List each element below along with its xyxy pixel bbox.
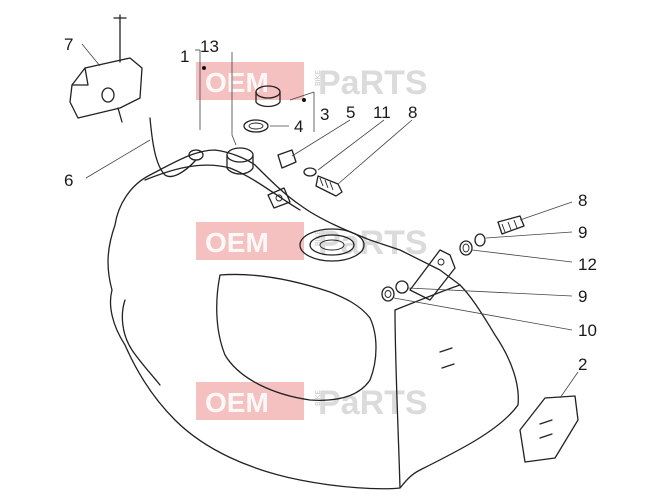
cap-body [255,91,281,108]
upper-bolt [303,167,343,197]
callout-7: 7 [64,35,73,54]
leader-9-upper [485,231,573,239]
leader-11 [317,119,385,171]
tank-pump-ring-outer [299,228,365,262]
leader-10 [393,297,573,331]
tank-slots [439,347,455,369]
leader-6 [85,139,151,179]
callout-12: 12 [578,255,597,274]
bracket-hole [437,258,445,266]
watermark-right-text: PaRTS [318,64,428,102]
callout-11: 11 [373,103,391,122]
watermark-left-text: OEM [205,67,269,98]
watermark-bottom: OEM BIKE PaRTS [196,382,428,422]
part-5-plate [277,149,297,169]
callout-5: 5 [346,103,355,122]
watermark-middle-text: BIKE [315,230,322,246]
leader-5 [291,119,351,157]
pad-slots [539,419,553,439]
tank-filler-neck [226,147,254,163]
leader-1-dot [202,66,206,70]
part-9-washer-upper [474,233,486,247]
part-12-washer-inner [462,243,470,253]
part-12-washer [459,240,473,256]
canister-foot [117,107,123,123]
tank-square-bracket [267,187,291,209]
tank-side-recess [216,273,377,401]
callout-9-upper: 9 [578,223,587,242]
watermark-left-text: OEM [205,227,269,258]
watermark-right-text: PaRTS [318,224,428,262]
leader-13 [231,52,237,146]
callout-4: 4 [294,117,303,136]
leader-9-lower [407,287,573,297]
canister-edge [71,67,89,86]
callout-13: 13 [200,37,219,56]
tank-pump-ring-center [319,239,345,251]
callout-2: 2 [578,355,587,374]
part-7-canister [69,14,143,123]
watermark-middle-text: BIKE [315,390,322,406]
part-10-washer-inner [384,290,392,298]
part-8-bolt-lower [497,215,525,235]
tank-filler-neck-body [226,154,254,175]
leader-12 [471,249,573,263]
watermark-left-text: OEM [205,387,269,418]
canister-hole [101,87,115,103]
part-3-cap [255,85,281,108]
watermark-right-text: PaRTS [318,384,428,422]
leader-7 [81,43,101,67]
watermark-top: OEM BIKE PaRTS [196,62,428,102]
side-bracket [381,215,525,302]
tank-front-edge [394,309,401,489]
leader-8-lower [519,201,573,221]
part-4-seal-ring-inner [248,122,264,130]
tank-lower-bulge [121,299,161,386]
part-4-seal-ring [243,119,269,133]
tank-pump-ring-inner [309,234,355,256]
tank-square-bracket-hole [275,194,283,202]
pad-outline [519,395,579,463]
tank-front-top-edge [394,284,461,311]
bolt-thread-lower [501,219,518,233]
fuel-tank [107,147,519,490]
callout-8-lower: 8 [578,191,587,210]
tank-outline [107,149,519,490]
canister-body [69,57,143,119]
callout-9-lower: 9 [578,287,587,306]
part-10-washer [381,286,395,302]
leader-3-bracket [289,91,315,132]
leader-3-dot [302,98,306,102]
leader-lines [81,43,579,399]
bolt-thread-upper [319,177,334,191]
tank-top-ridge [144,164,301,211]
callouts: 7 1 13 3 4 5 11 8 6 8 9 12 9 10 2 [64,35,597,374]
watermark-middle: OEM BIKE PaRTS [196,222,428,262]
callout-3: 3 [320,105,329,124]
callout-10: 10 [578,321,597,340]
callout-1: 1 [180,47,189,66]
bracket-plate [409,249,456,301]
leader-2 [559,371,579,399]
part-9-washer-lower [395,280,409,294]
part-11-washer [303,167,317,177]
leader-8-upper [337,119,413,185]
callout-6: 6 [64,171,73,190]
part-8-bolt-upper [315,175,343,197]
part-2-pad [519,395,579,463]
callout-8-upper: 8 [408,103,417,122]
part-6-hose [149,117,197,178]
watermark-middle-text: BIKE [315,70,322,86]
